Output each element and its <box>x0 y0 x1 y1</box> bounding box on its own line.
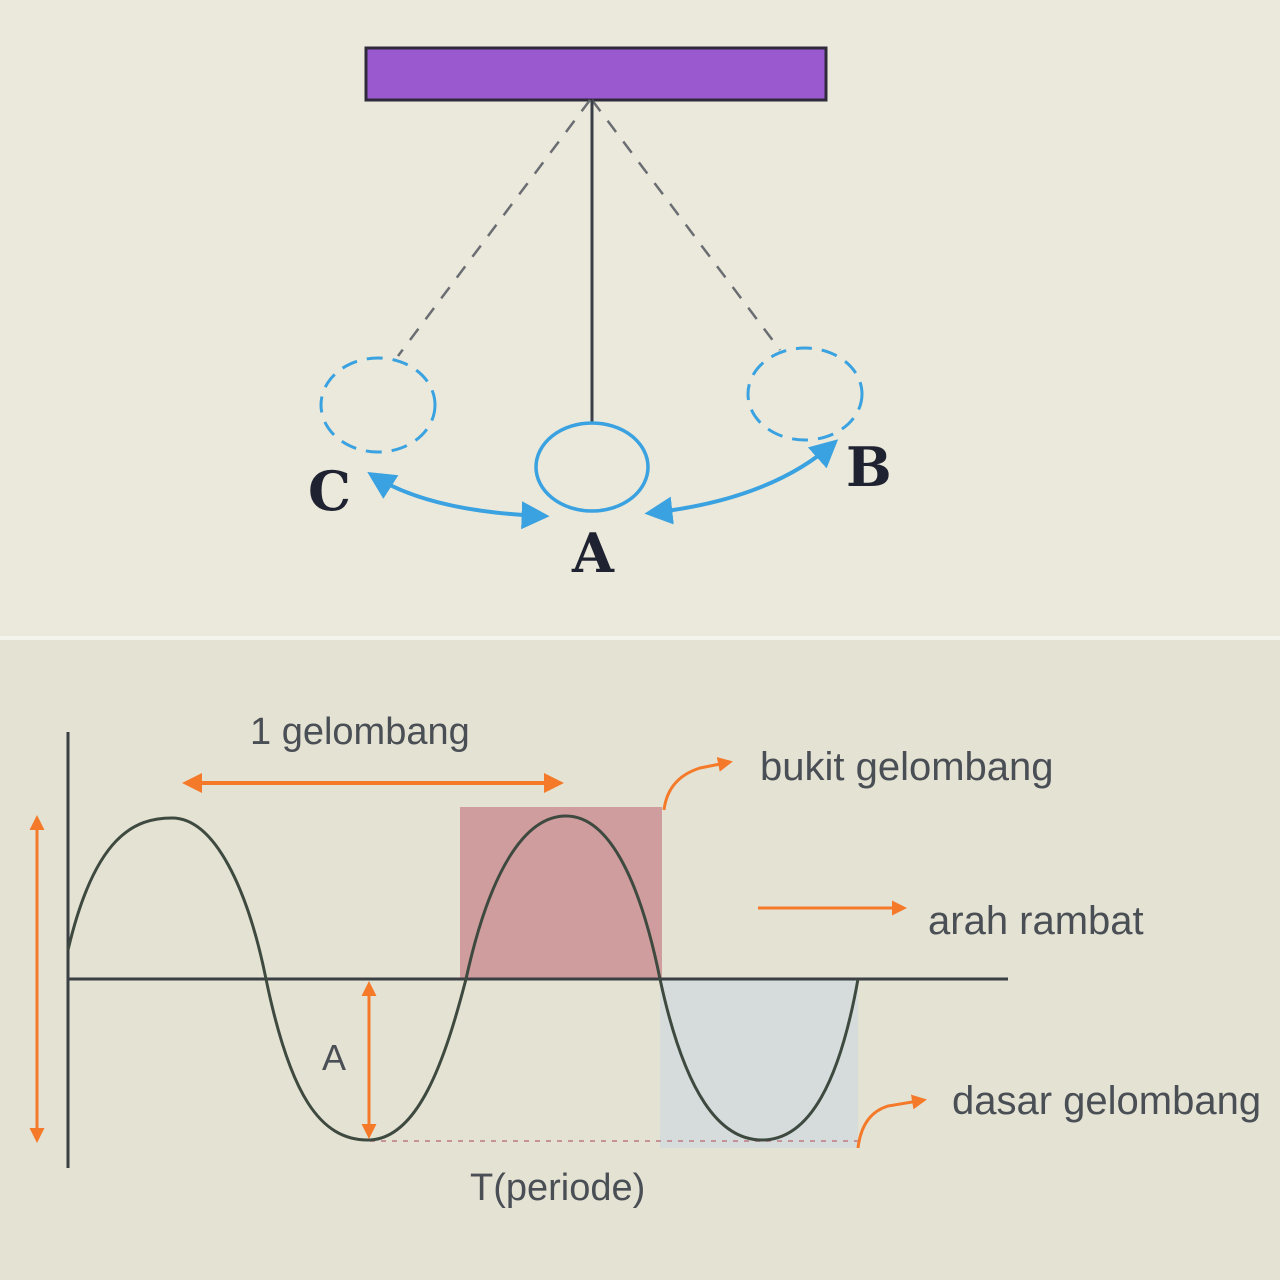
bob-b <box>746 346 864 442</box>
swing-arrow-a-b <box>644 439 839 525</box>
label-a: A <box>571 521 615 585</box>
wave-diagram: 1 gelombang A bukit gelombang arah ramba… <box>0 640 1280 1280</box>
wave-curve <box>66 814 860 1142</box>
bob-c <box>319 356 437 454</box>
crest-label: bukit gelombang <box>760 745 1054 789</box>
string-to-c <box>397 99 591 357</box>
swing-arrow-c-a <box>367 471 550 530</box>
period-label: T(periode) <box>470 1167 645 1209</box>
label-b: B <box>846 435 892 499</box>
label-c: C <box>308 459 351 523</box>
support-bar <box>364 46 828 102</box>
trough-label: dasar gelombang <box>952 1079 1261 1123</box>
trough-highlight <box>660 980 858 1148</box>
wave-svg: 1 gelombang A bukit gelombang arah ramba… <box>29 711 1261 1209</box>
pendulum-diagram: C B A <box>0 0 1280 636</box>
panel-divider <box>0 636 1280 640</box>
trough-pointer-arrow <box>856 1094 927 1149</box>
string-to-b <box>591 99 781 351</box>
direction-label: arah rambat <box>928 899 1144 943</box>
pendulum-svg: C B A <box>308 46 892 585</box>
amplitude-label: A <box>322 1037 346 1078</box>
crest-highlight <box>460 807 662 979</box>
bob-a <box>534 421 650 513</box>
crest-pointer-arrow <box>662 756 733 811</box>
one-wave-label: 1 gelombang <box>250 711 470 753</box>
